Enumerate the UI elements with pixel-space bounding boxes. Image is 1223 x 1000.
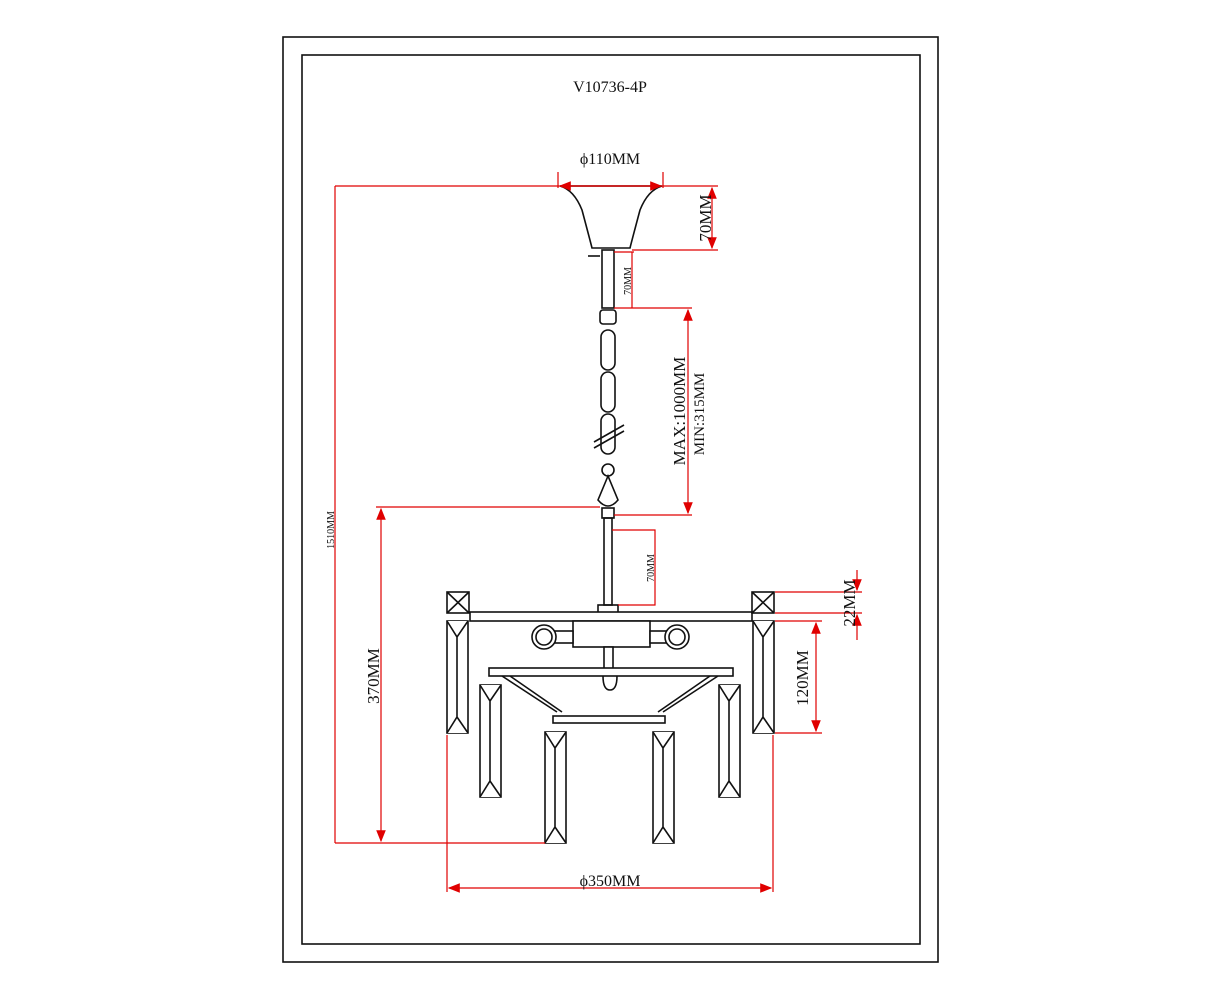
top-rod [601, 249, 615, 309]
model-title: V10736-4P [573, 79, 647, 96]
total-height-label: 1510MM [326, 511, 337, 549]
inner-frame [301, 54, 921, 945]
chain [593, 309, 625, 519]
canopy-height-label: 70MM [696, 194, 715, 241]
canopy [559, 185, 663, 249]
body-height-label: 370MM [364, 648, 383, 704]
dimension-lines [334, 172, 862, 893]
frame [446, 591, 775, 724]
crystal-length-label: 120MM [793, 650, 812, 706]
top-rod-label: 70MM [623, 267, 634, 295]
lower-rod-label: 70MM [646, 554, 657, 582]
canopy-diameter-label: ϕ110MM [580, 151, 640, 168]
chain-max-label: MAX:1000MM [670, 357, 689, 466]
chain-min-label: MIN:315MM [692, 373, 708, 456]
crystal [718, 684, 741, 798]
crystal [446, 620, 469, 734]
lower-rod [603, 517, 613, 606]
crystals [446, 620, 775, 844]
crystal [544, 731, 567, 844]
crystal [479, 684, 502, 798]
body-diameter-label: ϕ350MM [580, 873, 641, 890]
outer-frame [282, 36, 939, 963]
crystal [752, 620, 775, 734]
crystal [652, 731, 675, 844]
frame-thickness-label: 22MM [840, 579, 859, 626]
